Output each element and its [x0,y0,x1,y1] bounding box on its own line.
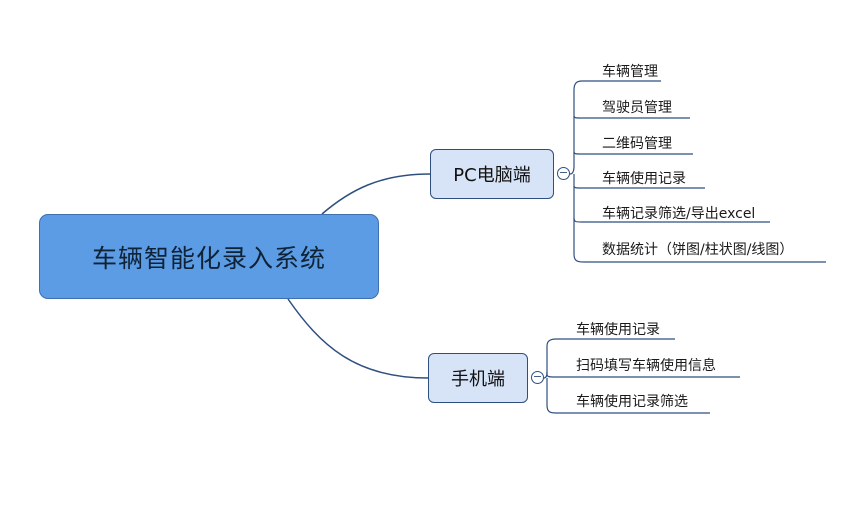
mobile-item-usage-record-filter[interactable]: 车辆使用记录筛选 [576,394,688,410]
branch-label-mobile: 手机端 [451,369,505,390]
collapse-pc-minus-icon[interactable]: − [557,166,570,180]
connector-root-pc [321,173,431,215]
root-label: 车辆智能化录入系统 [91,243,326,273]
branch-label-pc: PC电脑端 [453,165,531,186]
pc-item-driver-management[interactable]: 驾驶员管理 [602,100,672,116]
pc-item-vehicle-usage-records[interactable]: 车辆使用记录 [602,171,686,187]
mobile-item-scan-fill-usage[interactable]: 扫码填写车辆使用信息 [576,358,716,374]
mobile-item-vehicle-usage-records[interactable]: 车辆使用记录 [576,322,660,338]
pc-connectors [569,80,826,263]
pc-item-record-filter-export[interactable]: 车辆记录筛选/导出excel [602,206,756,222]
root-node[interactable]: 车辆智能化录入系统 [39,214,379,299]
branch-node-pc[interactable]: PC电脑端 [430,149,554,199]
pc-item-vehicle-management[interactable]: 车辆管理 [602,64,658,80]
connector-root-mobile [287,298,429,379]
branch-node-mobile[interactable]: 手机端 [428,353,528,403]
pc-item-data-statistics[interactable]: 数据统计（饼图/柱状图/线图） [602,242,794,258]
pc-item-qrcode-management[interactable]: 二维码管理 [602,136,672,152]
mobile-connectors [543,338,740,414]
collapse-mobile-minus-icon[interactable]: − [531,370,544,384]
